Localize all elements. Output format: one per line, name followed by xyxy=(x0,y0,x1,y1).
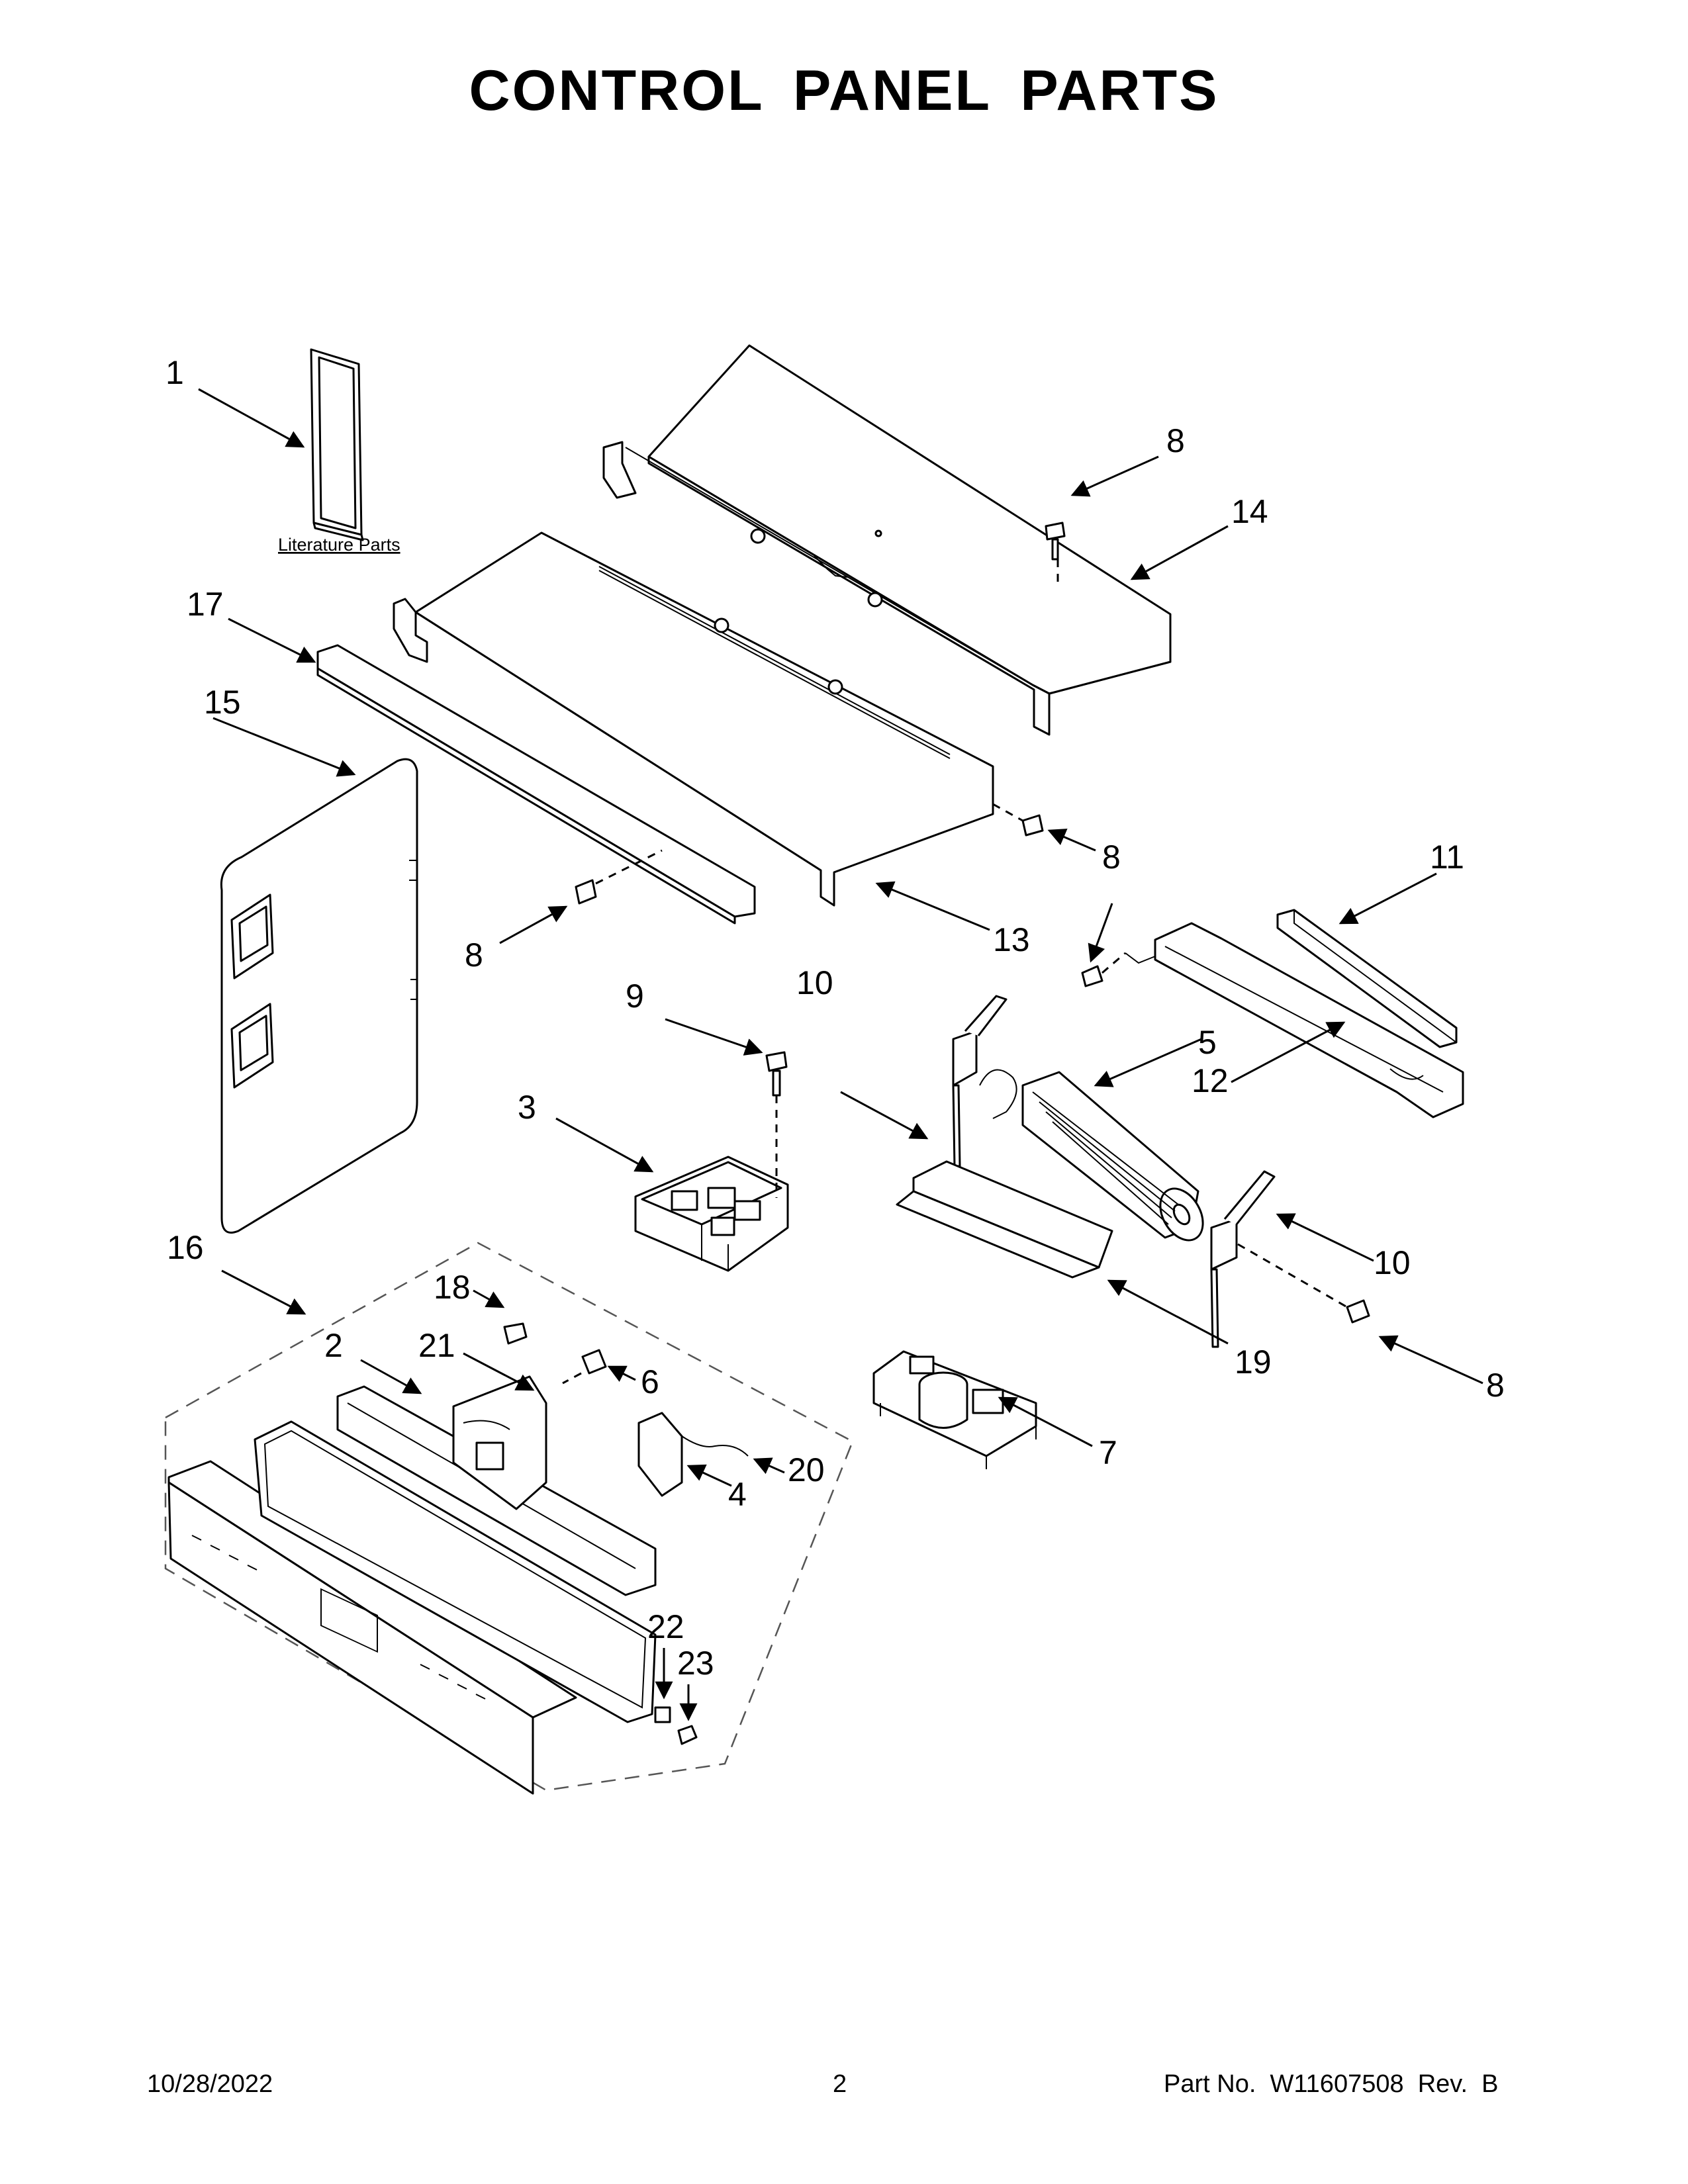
callout-10-left: 10 xyxy=(796,964,833,1001)
part-15-insulation-panel xyxy=(220,758,418,1234)
callout-6: 6 xyxy=(641,1363,659,1400)
callout-15: 15 xyxy=(204,684,241,721)
part-17-front-rail xyxy=(316,644,756,925)
part-13-top-panel xyxy=(393,531,994,907)
callout-21: 21 xyxy=(418,1327,455,1364)
part-6-screw xyxy=(581,1349,607,1375)
leader-arrows xyxy=(198,388,1483,1721)
callout-5: 5 xyxy=(1198,1024,1217,1061)
part-8-screws xyxy=(575,522,1370,1324)
part-4-board-assembly xyxy=(637,1412,749,1497)
callout-16: 16 xyxy=(167,1229,204,1266)
callout-4: 4 xyxy=(728,1476,747,1513)
part-10-left-fan-bracket xyxy=(952,995,1008,1167)
callout-8-mid: 8 xyxy=(1102,839,1121,876)
part-7-power-board xyxy=(872,1350,1037,1469)
part-3-bracket-assembly xyxy=(634,1156,789,1272)
callout-12: 12 xyxy=(1192,1062,1229,1099)
part-9-screw xyxy=(765,1051,788,1097)
callout-20: 20 xyxy=(788,1451,825,1488)
part-21-control-board xyxy=(452,1375,547,1510)
part-12-mounting-bracket xyxy=(1125,922,1464,1118)
footer-page-number: 2 xyxy=(833,2070,847,2098)
callout-10-right: 10 xyxy=(1374,1244,1411,1281)
footer-date: 10/28/2022 xyxy=(147,2070,273,2098)
callout-8-right: 8 xyxy=(1486,1367,1505,1404)
part-14-upper-shield xyxy=(602,344,1172,736)
literature-parts-label: Literature Parts xyxy=(278,535,400,555)
callout-9: 9 xyxy=(626,978,644,1015)
callout-22: 22 xyxy=(647,1608,684,1645)
alignment-lines xyxy=(562,559,1348,1385)
control-panel-group-border xyxy=(164,1242,854,1792)
part-16-control-panel-glass xyxy=(167,1460,577,1795)
callout-19: 19 xyxy=(1235,1343,1272,1381)
callout-23: 23 xyxy=(677,1645,714,1682)
callout-numbers: 1 8 14 17 15 8 11 13 8 9 10 5 12 3 16 10… xyxy=(165,354,1505,1682)
callout-8-left: 8 xyxy=(465,936,483,974)
callout-13: 13 xyxy=(993,921,1030,958)
callout-14: 14 xyxy=(1231,493,1268,530)
footer-part-number: Part No. W11607508 Rev. B xyxy=(1164,2070,1499,2098)
literature-parts-booklet xyxy=(310,348,364,541)
callout-2: 2 xyxy=(324,1327,343,1364)
part-16-control-panel-frame xyxy=(254,1420,657,1723)
callout-8-top: 8 xyxy=(1166,422,1185,459)
part-10-right-fan-bracket xyxy=(1210,1170,1276,1348)
part-22-nut xyxy=(654,1706,671,1723)
callout-7: 7 xyxy=(1099,1434,1117,1471)
page-title: CONTROL PANEL PARTS xyxy=(469,59,1219,122)
callout-1: 1 xyxy=(165,354,184,391)
part-19-deflector xyxy=(896,1160,1113,1279)
callout-18: 18 xyxy=(434,1269,471,1306)
part-5-cooling-fan xyxy=(979,1069,1204,1242)
callout-3: 3 xyxy=(518,1089,536,1126)
callout-11: 11 xyxy=(1430,839,1464,876)
callout-17: 17 xyxy=(187,586,224,623)
part-11-gasket-strip xyxy=(1276,909,1458,1048)
part-23-screw xyxy=(677,1725,698,1745)
part-18-clip xyxy=(503,1322,528,1345)
